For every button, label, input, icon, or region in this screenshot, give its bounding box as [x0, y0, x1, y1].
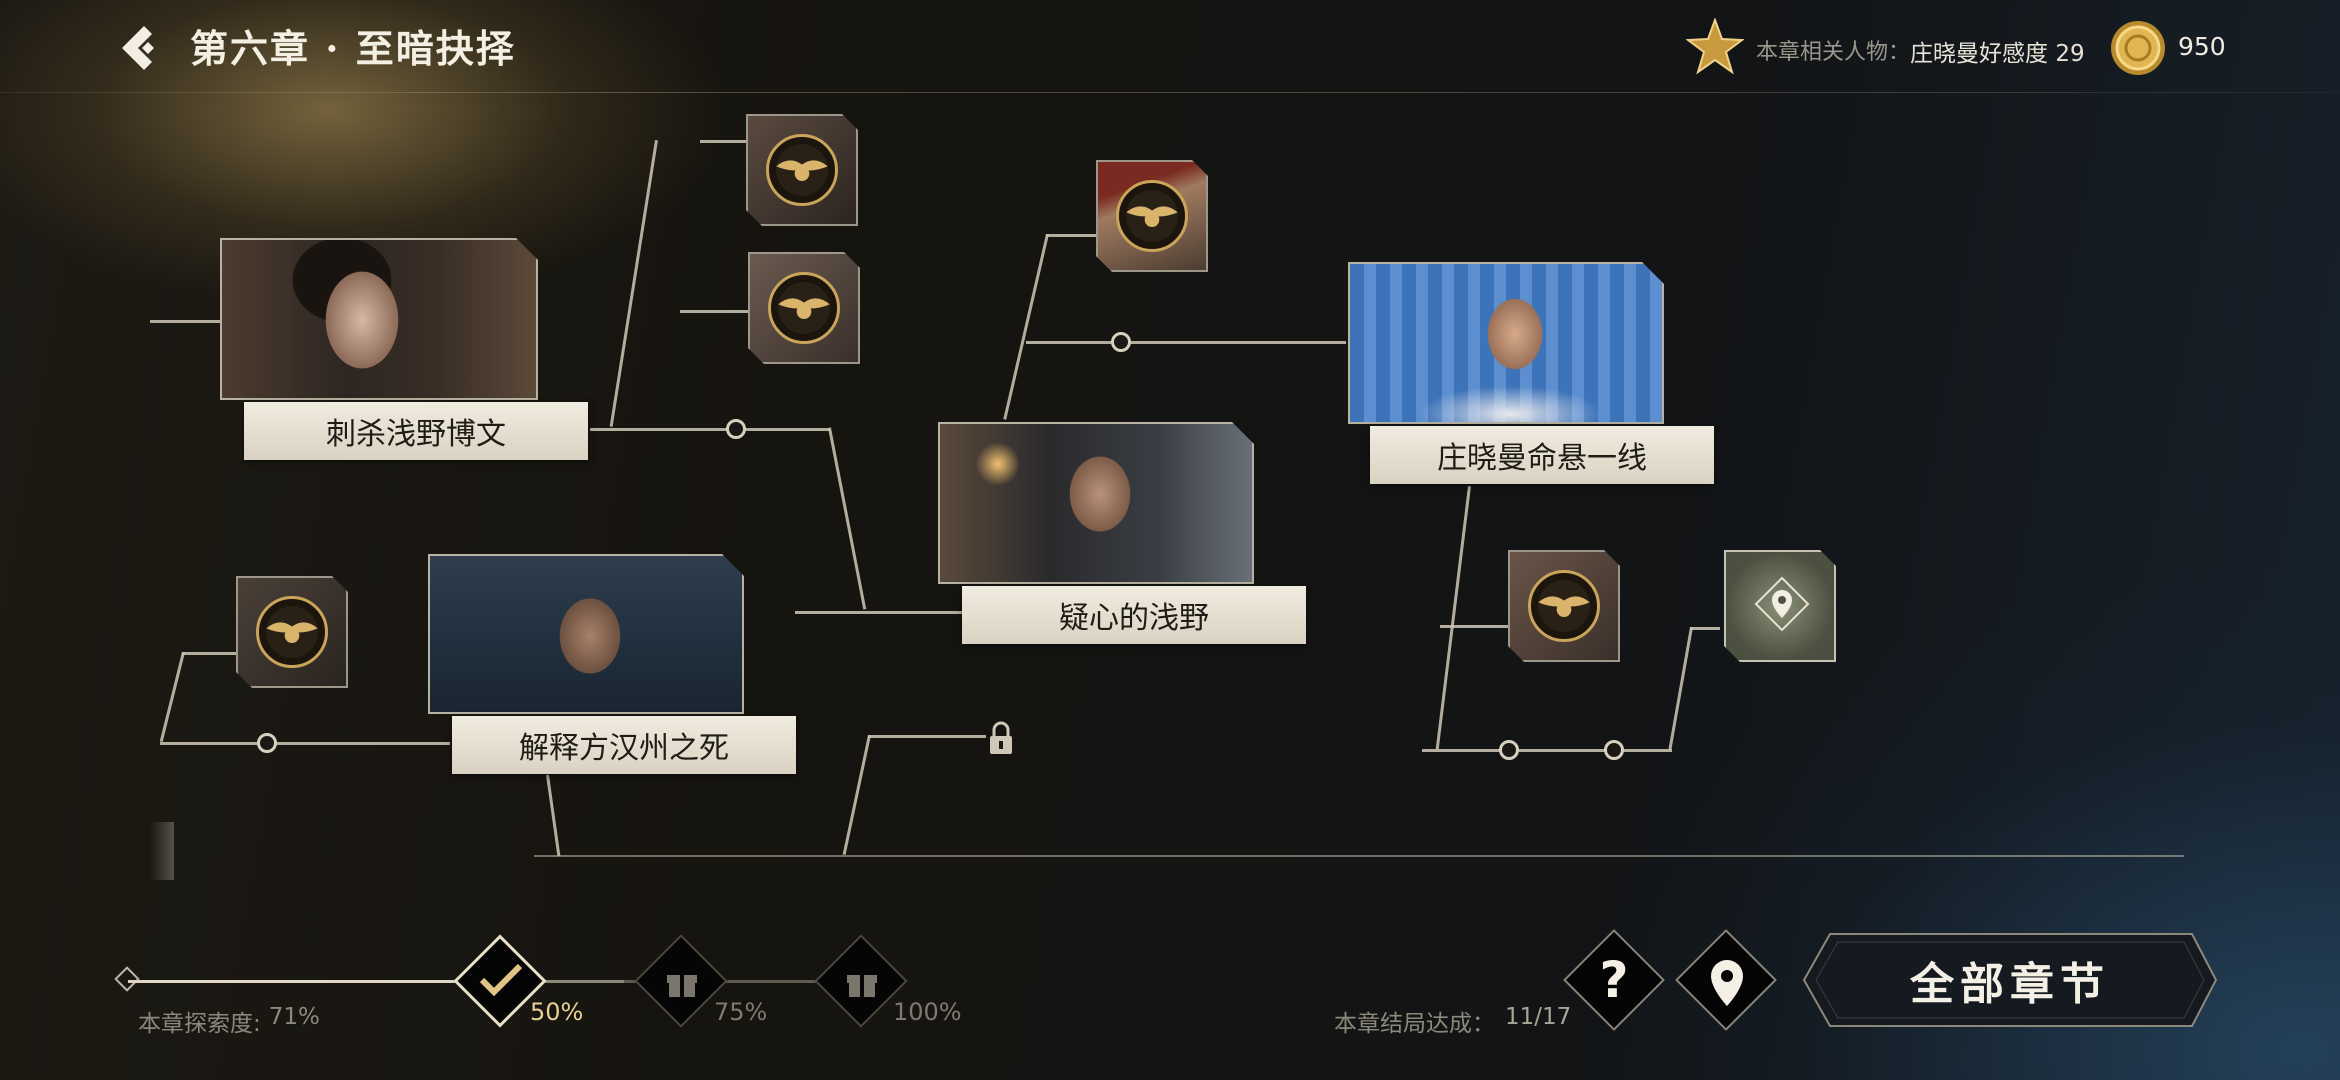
related-character: 本章相关人物： 庄晓曼好感度 29: [1756, 34, 2085, 68]
chapter-title: 第六章 · 至暗抉择: [190, 26, 516, 71]
connector: [1026, 341, 1346, 344]
all-chapters-label: 全部章节: [1910, 959, 2110, 1010]
connector: [700, 140, 748, 143]
connector: [828, 427, 867, 610]
gift-icon: [847, 973, 877, 997]
scene-card-lifeline[interactable]: [1348, 262, 1664, 424]
milestone-label: 100%: [893, 998, 962, 1026]
connector: [1435, 486, 1471, 750]
connector: [590, 428, 830, 431]
character-badge[interactable]: [1508, 550, 1620, 662]
branch-node[interactable]: [1499, 740, 1519, 760]
scene-card-suspicious[interactable]: [938, 422, 1254, 584]
connector: [1003, 234, 1049, 420]
connector: [842, 735, 871, 855]
emblem-icon: [766, 134, 838, 206]
coin-icon: [2108, 18, 2168, 78]
connector: [868, 735, 986, 738]
progress-track-rest: [624, 980, 894, 983]
related-label: 本章相关人物：: [1756, 40, 1911, 65]
endings-info: 本章结局达成： 11/17: [1334, 1004, 1571, 1038]
connector: [680, 310, 750, 313]
emblem-icon: [1116, 180, 1188, 252]
branch-node[interactable]: [726, 419, 746, 439]
all-chapters-frame: [1802, 933, 2218, 1027]
scene-image: [1348, 262, 1664, 424]
scene-label[interactable]: 解释方汉州之死: [452, 716, 796, 774]
connector: [1422, 749, 1672, 752]
connector: [546, 774, 561, 857]
emblem-icon: [256, 596, 328, 668]
connector: [160, 742, 450, 745]
progress-fill: [128, 980, 483, 983]
connector: [1668, 627, 1693, 750]
emblem-icon: [1528, 570, 1600, 642]
endings-label: 本章结局达成：: [1334, 1011, 1495, 1037]
connector: [1690, 627, 1720, 630]
connector: [609, 140, 658, 427]
progress-start-marker: [114, 966, 140, 992]
scene-label[interactable]: 疑心的浅野: [962, 586, 1306, 644]
gift-icon: [667, 973, 697, 997]
scroll-indicator: [150, 822, 174, 880]
connector: [182, 652, 237, 655]
character-badge[interactable]: [236, 576, 348, 688]
milestone-label: 75%: [714, 998, 768, 1026]
scene-image: [938, 422, 1254, 584]
check-icon: [479, 963, 523, 997]
character-badge[interactable]: [746, 114, 858, 226]
scene-label[interactable]: 庄晓曼命悬一线: [1370, 426, 1714, 484]
emblem-icon: [768, 272, 840, 344]
character-badge[interactable]: [748, 252, 860, 364]
timeline-line: [534, 855, 2184, 857]
connector: [1046, 234, 1096, 237]
branch-node[interactable]: [1604, 740, 1624, 760]
location-pin-icon: [1752, 574, 1812, 640]
header-divider: [0, 92, 2340, 93]
character-badge[interactable]: [1096, 160, 1208, 272]
connector: [159, 652, 185, 742]
connector: [795, 611, 965, 614]
location-badge[interactable]: [1724, 550, 1836, 662]
exploration-value: 71%: [268, 1004, 320, 1030]
endings-value: 11/17: [1505, 1004, 1572, 1030]
lock-icon[interactable]: [986, 720, 1016, 756]
connector: [150, 320, 220, 323]
affinity-value: 庄晓曼好感度 29: [1910, 41, 2085, 67]
milestone-label: 50%: [530, 998, 584, 1026]
scene-card-assassinate[interactable]: [220, 238, 538, 400]
scene-label[interactable]: 刺杀浅野博文: [244, 402, 588, 460]
help-icon: ?: [1599, 951, 1629, 1009]
all-chapters-button[interactable]: 全部章节: [1800, 930, 2220, 1030]
exploration-label: 本章探索度:: [138, 1011, 261, 1037]
back-icon: [122, 26, 154, 70]
connector: [1440, 625, 1510, 628]
location-pin-icon: [1711, 960, 1743, 1006]
coin-count: 950: [2178, 32, 2226, 61]
branch-node[interactable]: [1111, 332, 1131, 352]
scene-image: [428, 554, 744, 714]
scene-image: [220, 238, 538, 400]
branch-node[interactable]: [257, 733, 277, 753]
back-button[interactable]: [118, 22, 170, 74]
star-icon: [1685, 17, 1745, 76]
exploration-info: 本章探索度: 71%: [138, 1004, 320, 1038]
scene-card-explain[interactable]: [428, 554, 744, 714]
